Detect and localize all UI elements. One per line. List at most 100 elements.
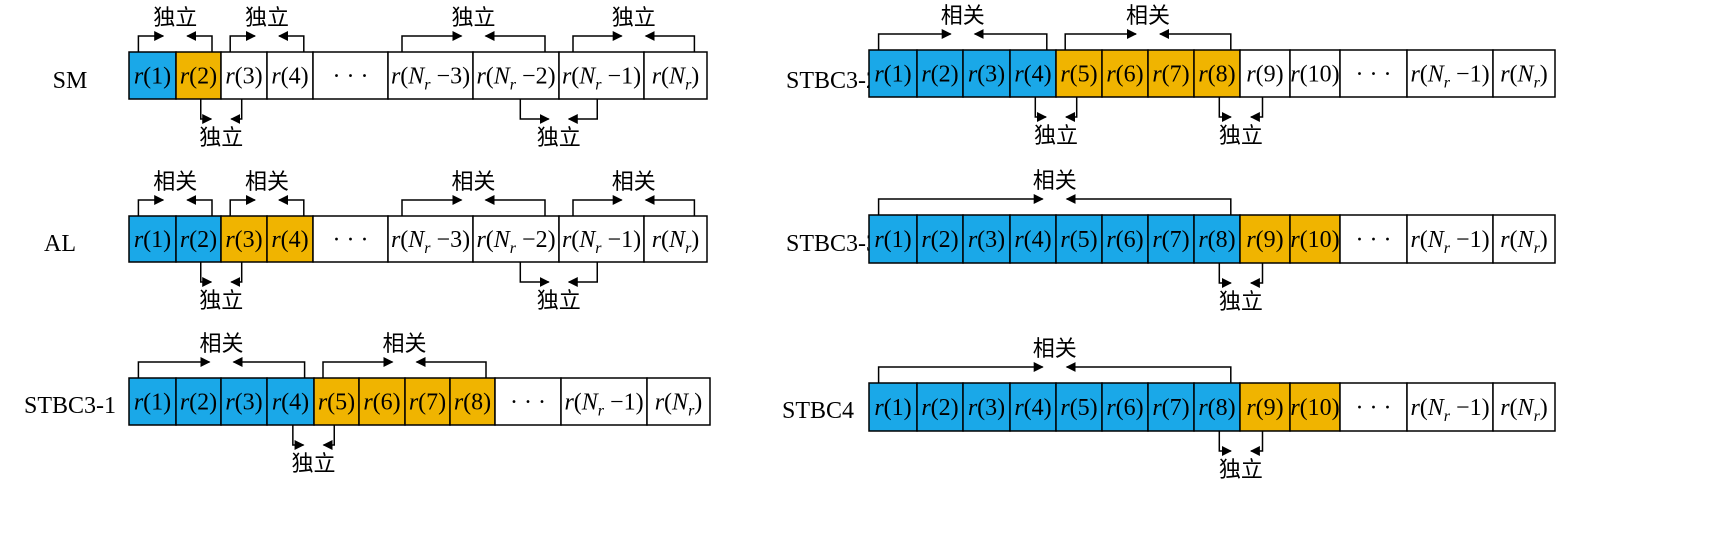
bracket-above: 独立 bbox=[572, 5, 696, 52]
bracket-below: 独立 bbox=[199, 262, 243, 313]
cell-box bbox=[1492, 49, 1556, 98]
bracket-label: 独立 bbox=[537, 125, 581, 150]
bracket-below: 独立 bbox=[1218, 263, 1264, 314]
cell-box bbox=[560, 377, 648, 426]
symbol-cell: r(Nr −2) bbox=[472, 51, 560, 100]
cell-box bbox=[643, 51, 708, 100]
cell-box bbox=[312, 51, 389, 100]
cell-label: · · · bbox=[1356, 227, 1392, 253]
cell-box bbox=[1406, 382, 1494, 432]
bracket-label: 独立 bbox=[612, 5, 656, 30]
bracket-below: 独立 bbox=[1218, 431, 1264, 482]
cell-box bbox=[1055, 214, 1103, 264]
bracket-above: 相关 bbox=[877, 3, 1048, 50]
cell-box bbox=[1406, 214, 1494, 264]
bracket-above: 相关 bbox=[137, 169, 213, 216]
symbol-cell: r(Nr −1) bbox=[558, 51, 645, 100]
cell-box bbox=[916, 49, 964, 98]
bracket-label: 相关 bbox=[199, 331, 243, 356]
cell-label: r(3) bbox=[225, 64, 262, 90]
symbol-cell: r(Nr −1) bbox=[1406, 214, 1494, 264]
cell-label: r(1) bbox=[134, 227, 171, 253]
cell-label: r(6) bbox=[1106, 62, 1143, 88]
bracket-label: 独立 bbox=[1219, 123, 1263, 148]
symbol-cell: r(9) bbox=[1239, 214, 1291, 264]
cell-box bbox=[1239, 49, 1291, 98]
cell-label: r(7) bbox=[1152, 62, 1189, 88]
bracket-above: 相关 bbox=[322, 331, 487, 378]
cell-label: r(4) bbox=[271, 227, 308, 253]
symbol-cell: r(6) bbox=[358, 377, 406, 426]
symbol-cell: r(1) bbox=[128, 377, 177, 426]
symbol-cell: r(Nr −3) bbox=[387, 51, 474, 100]
symbol-cell: r(8) bbox=[1193, 214, 1241, 264]
cell-label: r(5) bbox=[1060, 395, 1097, 421]
cell-box bbox=[1101, 382, 1149, 432]
symbol-cell: r(5) bbox=[313, 377, 360, 426]
symbol-cell: r(Nr −1) bbox=[558, 215, 645, 263]
bracket-below: 独立 bbox=[1034, 97, 1078, 148]
cell-label: · · · bbox=[1356, 62, 1392, 88]
bracket-label: 独立 bbox=[153, 5, 197, 30]
symbol-cell: r(3) bbox=[962, 49, 1011, 98]
cell-label: r(2) bbox=[180, 390, 217, 416]
cell-label: r(Nr) bbox=[655, 390, 703, 420]
symbol-cell: r(6) bbox=[1101, 214, 1149, 264]
row-label: SM bbox=[53, 68, 88, 94]
symbol-cell: r(2) bbox=[916, 49, 964, 98]
cell-label: r(Nr −1) bbox=[1410, 62, 1489, 92]
symbol-cell: r(Nr −1) bbox=[560, 377, 648, 426]
bracket-below: 独立 bbox=[519, 262, 598, 313]
symbol-cell: r(5) bbox=[1055, 49, 1103, 98]
cell-label: r(7) bbox=[1152, 227, 1189, 253]
symbol-cell: r(10) bbox=[1289, 382, 1341, 432]
bracket-above: 相关 bbox=[877, 336, 1232, 383]
cell-label: r(10) bbox=[1290, 395, 1339, 421]
cell-box bbox=[220, 377, 268, 426]
cell-label: r(4) bbox=[1014, 227, 1051, 253]
cell-label: r(Nr) bbox=[1500, 227, 1548, 257]
cell-box bbox=[1009, 382, 1057, 432]
bracket-below: 独立 bbox=[199, 99, 243, 150]
cell-label: r(5) bbox=[1060, 62, 1097, 88]
cell-label: r(4) bbox=[271, 64, 308, 90]
symbol-cell: r(Nr) bbox=[1492, 49, 1556, 98]
cell-box bbox=[1147, 49, 1195, 98]
cell-label: r(8) bbox=[454, 390, 491, 416]
cell-label: r(6) bbox=[1106, 395, 1143, 421]
symbol-cell: r(10) bbox=[1289, 214, 1341, 264]
bracket-label: 独立 bbox=[537, 288, 581, 313]
symbol-cell: · · · bbox=[312, 215, 389, 263]
bracket-label: 独立 bbox=[451, 5, 495, 30]
symbol-cell: r(5) bbox=[1055, 214, 1103, 264]
bracket-label: 独立 bbox=[1034, 123, 1078, 148]
bracket-label: 独立 bbox=[199, 125, 243, 150]
symbol-cell: r(Nr −1) bbox=[1406, 382, 1494, 432]
cell-box bbox=[1009, 214, 1057, 264]
cell-label: r(1) bbox=[134, 64, 171, 90]
bracket-below: 独立 bbox=[1218, 97, 1264, 148]
symbol-cell: r(5) bbox=[1055, 382, 1103, 432]
bracket-above: 相关 bbox=[229, 169, 305, 216]
cell-box bbox=[962, 214, 1011, 264]
symbol-cell: r(6) bbox=[1101, 49, 1149, 98]
cell-label: r(3) bbox=[968, 227, 1005, 253]
cell-box bbox=[1147, 382, 1195, 432]
bracket-label: 独立 bbox=[1219, 457, 1263, 482]
cell-label: r(9) bbox=[1246, 62, 1283, 88]
cell-box bbox=[220, 51, 268, 100]
bracket-above: 独立 bbox=[137, 5, 213, 52]
symbol-cell: r(1) bbox=[868, 214, 918, 264]
cell-label: r(2) bbox=[921, 227, 958, 253]
bracket-above: 相关 bbox=[877, 168, 1232, 215]
cell-label: r(10) bbox=[1290, 227, 1339, 253]
cell-label: r(3) bbox=[225, 390, 262, 416]
cell-label: r(5) bbox=[1060, 227, 1097, 253]
cell-box bbox=[916, 382, 964, 432]
symbol-cell: r(8) bbox=[1193, 382, 1241, 432]
cell-label: r(Nr −1) bbox=[1410, 395, 1489, 425]
symbol-cell: r(9) bbox=[1239, 382, 1291, 432]
